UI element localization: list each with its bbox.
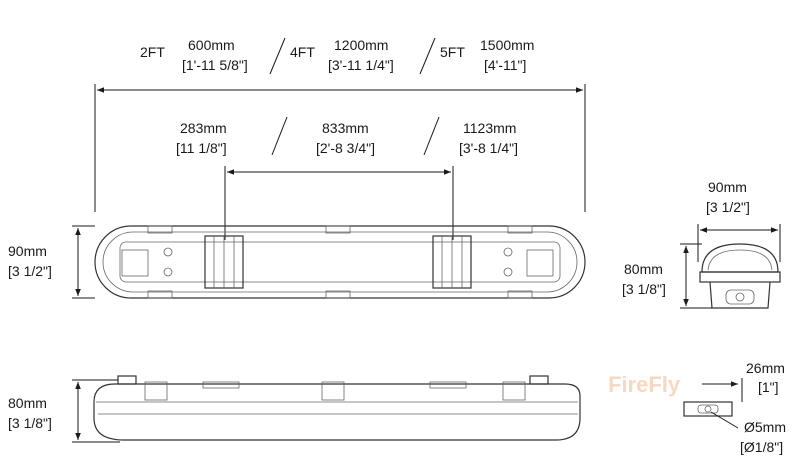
spacing-283-in: [11 1/8"] xyxy=(176,140,227,156)
overall-length-labels: 2FT 600mm [1'-11 5/8"] 4FT 1200mm [3'-11… xyxy=(140,37,534,75)
length-5ft-label: 5FT xyxy=(440,44,465,60)
length-2ft-label: 2FT xyxy=(140,44,165,60)
top-view-inner-outline xyxy=(102,231,578,293)
end-width-in: [3 1/2"] xyxy=(706,199,750,215)
separator-slash xyxy=(423,116,440,156)
mounting-clip-left xyxy=(204,235,244,289)
latch-top xyxy=(507,225,533,234)
latch-bottom xyxy=(507,290,533,299)
top-view-fixture xyxy=(94,225,586,299)
top-width-in: [3 1/2"] xyxy=(8,263,52,279)
spacing-1123-mm: 1123mm xyxy=(463,120,516,136)
top-width-mm: 90mm xyxy=(8,243,47,259)
side-clip xyxy=(502,381,526,401)
spacing-1123-in: [3'-8 1/4"] xyxy=(459,140,518,156)
hole-leader-line xyxy=(710,411,739,429)
hole-diameter-mm: Ø5mm xyxy=(744,419,786,435)
length-4ft-label: 4FT xyxy=(290,44,315,60)
hole-diameter-in: [Ø1/8"] xyxy=(740,439,783,455)
side-height-in: [3 1/8"] xyxy=(8,415,52,431)
spacing-283-mm: 283mm xyxy=(180,120,227,136)
length-4ft-mm: 1200mm xyxy=(334,37,388,53)
separator-slash xyxy=(269,37,286,75)
watermark-logo: FireFly xyxy=(608,372,681,397)
end-width-mm: 90mm xyxy=(708,179,747,195)
length-2ft-mm: 600mm xyxy=(188,37,235,53)
side-clip xyxy=(144,381,168,401)
screw-hole xyxy=(163,247,173,257)
clip-width-mm: 26mm xyxy=(746,360,785,376)
side-view-fixture xyxy=(93,375,581,441)
top-view-outline xyxy=(94,225,586,299)
clip-hole xyxy=(704,405,712,413)
separator-slash xyxy=(419,37,436,75)
clip-width-in: [1"] xyxy=(758,379,779,395)
end-cap-right xyxy=(526,249,554,277)
length-5ft-in: [4'-11"] xyxy=(484,57,526,73)
end-height-in: [3 1/8"] xyxy=(622,281,666,297)
mounting-clip-right xyxy=(432,235,472,289)
screw-hole xyxy=(503,267,513,277)
latch-top xyxy=(147,225,173,234)
mount-clip-detail xyxy=(683,401,733,417)
latch-bottom xyxy=(325,290,351,299)
latch-bottom xyxy=(147,290,173,299)
end-view-hole xyxy=(735,292,745,302)
top-view-tray xyxy=(119,241,561,283)
clip-spacing-labels: 283mm [11 1/8"] 833mm [2'-8 3/4"] 1123mm… xyxy=(176,116,518,156)
spacing-833-mm: 833mm xyxy=(322,120,369,136)
side-latch xyxy=(429,381,467,389)
length-5ft-mm: 1500mm xyxy=(480,37,534,53)
screw-hole xyxy=(163,267,173,277)
side-clip xyxy=(321,381,345,401)
end-cap-left xyxy=(121,249,149,277)
length-2ft-in: [1'-11 5/8"] xyxy=(182,57,248,73)
side-height-mm: 80mm xyxy=(8,395,47,411)
separator-slash xyxy=(271,116,288,156)
screw-hole xyxy=(503,247,513,257)
end-height-mm: 80mm xyxy=(624,261,663,277)
end-view-fixture xyxy=(699,243,781,309)
side-latch xyxy=(202,381,240,389)
latch-top xyxy=(325,225,351,234)
length-4ft-in: [3'-11 1/4"] xyxy=(328,57,394,73)
spacing-833-in: [2'-8 3/4"] xyxy=(316,140,375,156)
